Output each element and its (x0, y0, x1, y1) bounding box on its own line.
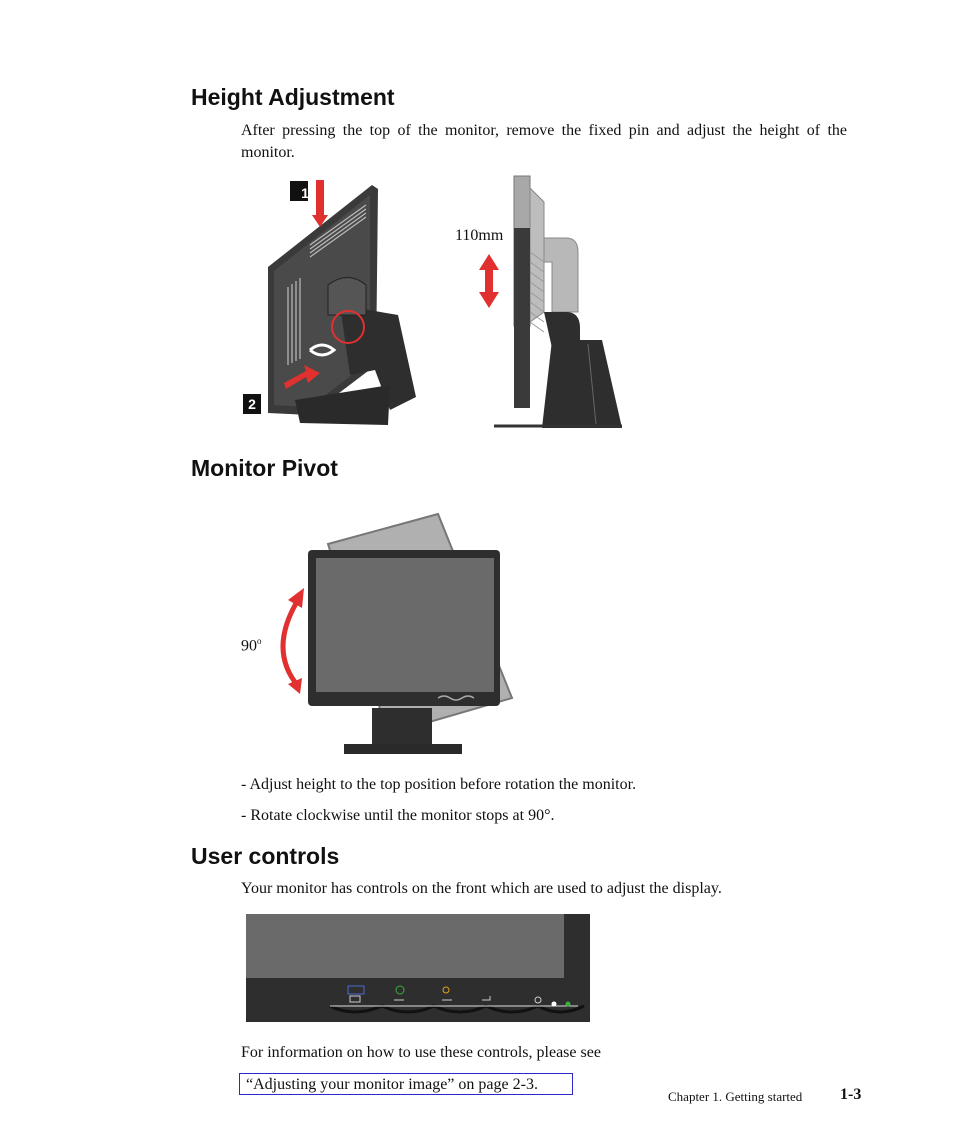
section-title-height: Height Adjustment (191, 84, 395, 110)
height-adjustment-figure-right (479, 175, 622, 428)
section-title-controls: User controls (191, 843, 340, 869)
pivot-angle-sup: o (257, 636, 262, 646)
section-title-pivot: Monitor Pivot (191, 455, 338, 481)
adjusting-monitor-image-link[interactable]: “Adjusting your monitor image” on page 2… (239, 1073, 573, 1095)
step-1-label: 1 (301, 185, 309, 201)
height-description: After pressing the top of the monitor, r… (241, 122, 847, 161)
step-2-label: 2 (248, 396, 256, 412)
pivot-bullet-2: - Rotate clockwise until the monitor sto… (241, 807, 555, 824)
height-distance-label: 110mm (455, 227, 504, 244)
controls-description: Your monitor has controls on the front w… (241, 880, 722, 897)
user-controls-figure (246, 914, 590, 1022)
controls-info-text: For information on how to use these cont… (241, 1044, 601, 1061)
pivot-bullet-1: - Adjust height to the top position befo… (241, 776, 637, 793)
height-adjustment-figure-left (243, 180, 416, 425)
monitor-pivot-figure (280, 512, 514, 754)
footer-chapter: Chapter 1. Getting started (668, 1089, 803, 1104)
page-number: 1-3 (840, 1086, 862, 1103)
pivot-angle-value: 90 (241, 637, 257, 655)
pivot-angle-label: 90o (241, 636, 262, 655)
